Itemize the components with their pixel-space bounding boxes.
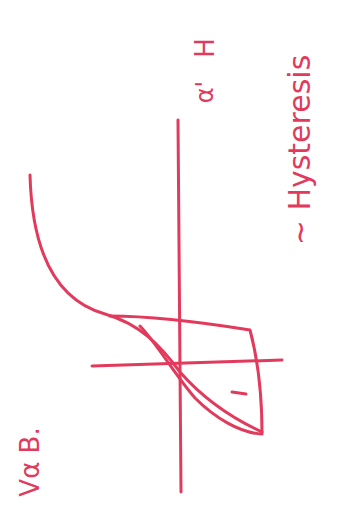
small-tick: [232, 392, 246, 394]
horizontal-axis: [92, 360, 282, 366]
vertical-axis: [178, 120, 181, 492]
hysteresis-loop: [110, 316, 262, 434]
magnetisation-curve: [30, 175, 262, 432]
axis-label: H: [192, 38, 218, 58]
axis-label: Vα B.: [17, 427, 43, 496]
axis-note: α': [193, 81, 217, 103]
title-note: ~ Hysteresis: [285, 55, 315, 246]
